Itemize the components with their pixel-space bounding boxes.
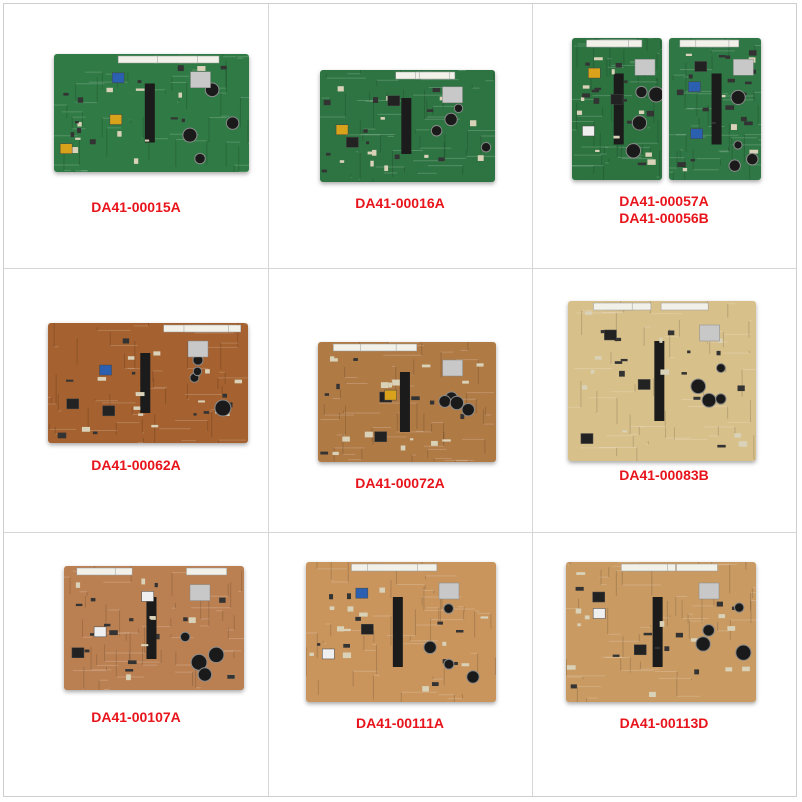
product-tile-1[interactable]: DA41-00015A xyxy=(4,4,268,268)
pcb-photo-green xyxy=(669,38,761,180)
product-tile-5[interactable]: DA41-00072A xyxy=(268,268,532,532)
part-number: DA41-00016A xyxy=(355,195,445,211)
product-tile-8[interactable]: DA41-00111A xyxy=(268,532,532,796)
part-number: DA41-00113D xyxy=(619,715,709,731)
product-tile-4[interactable]: DA41-00062A xyxy=(4,268,268,532)
pcb-photo-green xyxy=(320,70,495,182)
product-tile-3[interactable]: DA41-00057A DA41-00056B xyxy=(532,4,796,268)
part-number: DA41-00107A xyxy=(91,709,181,725)
part-number: DA41-00015A xyxy=(91,199,181,215)
pcb-photo-green xyxy=(54,54,249,172)
product-grid: DA41-00015A DA41-00016A DA41-00057A DA41… xyxy=(3,3,797,797)
product-tile-9[interactable]: DA41-00113D xyxy=(532,532,796,796)
pcb-photo-tan xyxy=(566,562,756,702)
part-number: DA41-00111A xyxy=(356,715,444,731)
part-number: DA41-00083B xyxy=(619,467,709,483)
pcb-photo-tan xyxy=(568,301,756,461)
part-number: DA41-00056B xyxy=(619,210,709,226)
pcb-photo-tan xyxy=(306,562,496,702)
part-number: DA41-00072A xyxy=(355,475,445,491)
product-tile-7[interactable]: DA41-00107A xyxy=(4,532,268,796)
pcb-photo-brown xyxy=(318,342,496,462)
part-number: DA41-00062A xyxy=(91,457,181,473)
grid-divider xyxy=(4,268,796,269)
pcb-photo-brown xyxy=(64,566,244,690)
pcb-photo-brown xyxy=(48,323,248,443)
product-tile-6[interactable]: DA41-00083B xyxy=(532,268,796,532)
part-number: DA41-00057A xyxy=(619,193,709,209)
pcb-photo-green xyxy=(572,38,662,180)
product-tile-2[interactable]: DA41-00016A xyxy=(268,4,532,268)
grid-divider xyxy=(268,4,269,796)
grid-divider xyxy=(4,532,796,533)
grid-divider xyxy=(532,4,533,796)
